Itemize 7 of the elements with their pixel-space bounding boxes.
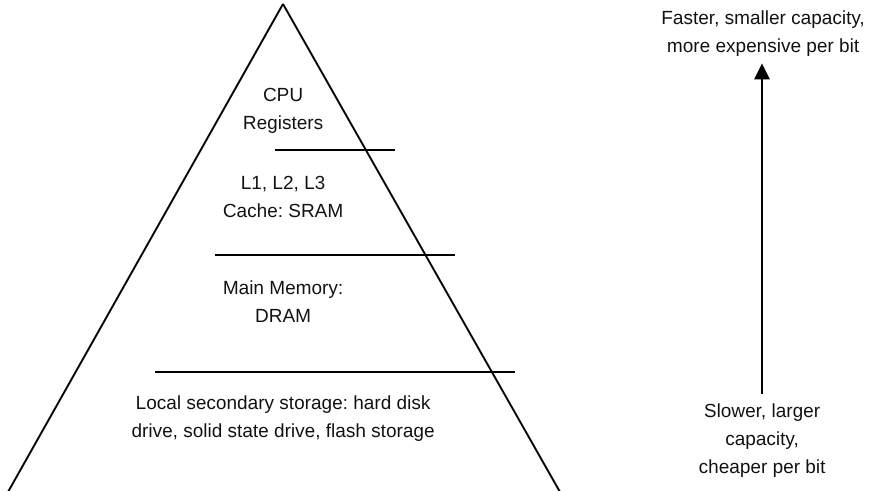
pyramid-level-label: Local secondary storage: hard disk drive, solid state drive, flash storage bbox=[68, 390, 498, 446]
note-text: Slower, larger capacity, cheaper per bit bbox=[677, 398, 847, 482]
note-text: Faster, smaller capacity, more expensive per bit bbox=[648, 5, 878, 61]
pyramid-level-label: L1, L2, L3 Cache: SRAM bbox=[188, 170, 378, 226]
arrow bbox=[754, 63, 770, 394]
pyramid-level-label: Main Memory: DRAM bbox=[203, 275, 363, 331]
pyramid-level-label: CPU Registers bbox=[233, 82, 333, 138]
